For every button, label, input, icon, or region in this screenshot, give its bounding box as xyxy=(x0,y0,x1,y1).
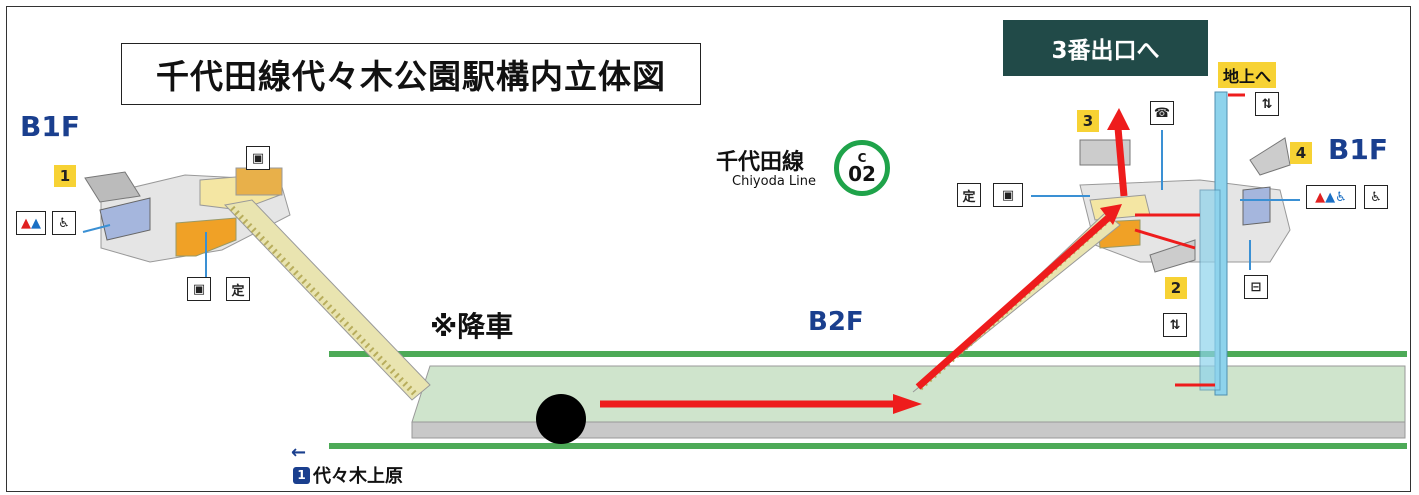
exit1-stairs xyxy=(84,171,141,203)
floor-label-b2f: B2F xyxy=(808,307,864,337)
right-gate-block xyxy=(1242,186,1271,226)
floor-label-right-b1f: B1F xyxy=(1328,133,1388,166)
baby-room-icon-right: ♿ xyxy=(1364,185,1388,209)
exit4-stairs xyxy=(1249,137,1291,176)
map-frame xyxy=(6,6,1411,492)
platform-edge xyxy=(411,421,1406,439)
elevator-icon-bottom: ⇅ xyxy=(1163,313,1187,337)
left-gate-block xyxy=(99,197,151,241)
leader-restroom-left xyxy=(82,224,111,233)
exit-number-1: 1 xyxy=(54,165,76,187)
elevator-icon-top: ⇅ xyxy=(1255,92,1279,116)
route-to-exit3 xyxy=(1114,127,1128,197)
direction-text: 代々木上原 xyxy=(313,466,403,487)
exit-banner: 3番出口へ xyxy=(1003,20,1208,76)
elevator-shaft-2 xyxy=(1199,189,1221,391)
route-arrow-3 xyxy=(1107,108,1130,130)
locker-icon: ⊟ xyxy=(1244,275,1268,299)
station-letter: C xyxy=(857,151,867,165)
ground-label: 地上へ xyxy=(1218,62,1277,88)
restroom-icon-right: ▲▲♿ xyxy=(1306,185,1356,209)
platform-rail-top xyxy=(329,351,1407,357)
route-escalator xyxy=(915,215,1111,390)
baby-room-icon-left: ♿ xyxy=(52,211,76,235)
phone-icon: ☎ xyxy=(1150,101,1174,125)
staff-office-icon-right: ▣ xyxy=(993,183,1023,207)
floor-label-left-b1f: B1F xyxy=(20,110,80,143)
line-name-en: Chiyoda Line xyxy=(732,174,817,189)
exit-number-4: 4 xyxy=(1290,142,1312,164)
commuter-pass-icon-right: 定 xyxy=(957,183,981,207)
route-arrow-1 xyxy=(893,394,922,414)
alight-label: ※降車 xyxy=(430,310,514,343)
left-stair-box xyxy=(235,167,283,196)
concourse-line-2 xyxy=(1134,228,1196,250)
direction-label: ← 1 代々木上原 xyxy=(291,442,403,488)
direction-number: 1 xyxy=(293,466,310,484)
left-escalator xyxy=(223,199,431,401)
line-name-ja: 千代田線 xyxy=(716,150,805,175)
platform-rail-bottom xyxy=(329,443,1407,449)
you-are-here-marker xyxy=(536,394,586,444)
commuter-pass-icon-left: 定 xyxy=(226,277,250,301)
restroom-icon-left: ▲▲ xyxy=(16,211,46,235)
staff-icon-top-left: ▣ xyxy=(246,146,270,170)
left-escalator-steps xyxy=(229,205,419,398)
staff-office-icon-left: ▣ xyxy=(187,277,211,301)
station-number-badge: C 02 xyxy=(834,140,890,196)
station-number: 02 xyxy=(848,162,876,186)
arrow-left-icon: ← xyxy=(291,442,307,463)
exit-number-3: 3 xyxy=(1077,110,1099,132)
page-title: 千代田線代々木公園駅構内立体図 xyxy=(121,43,701,105)
exit-number-2: 2 xyxy=(1165,277,1187,299)
route-arrow-2 xyxy=(1100,204,1122,225)
